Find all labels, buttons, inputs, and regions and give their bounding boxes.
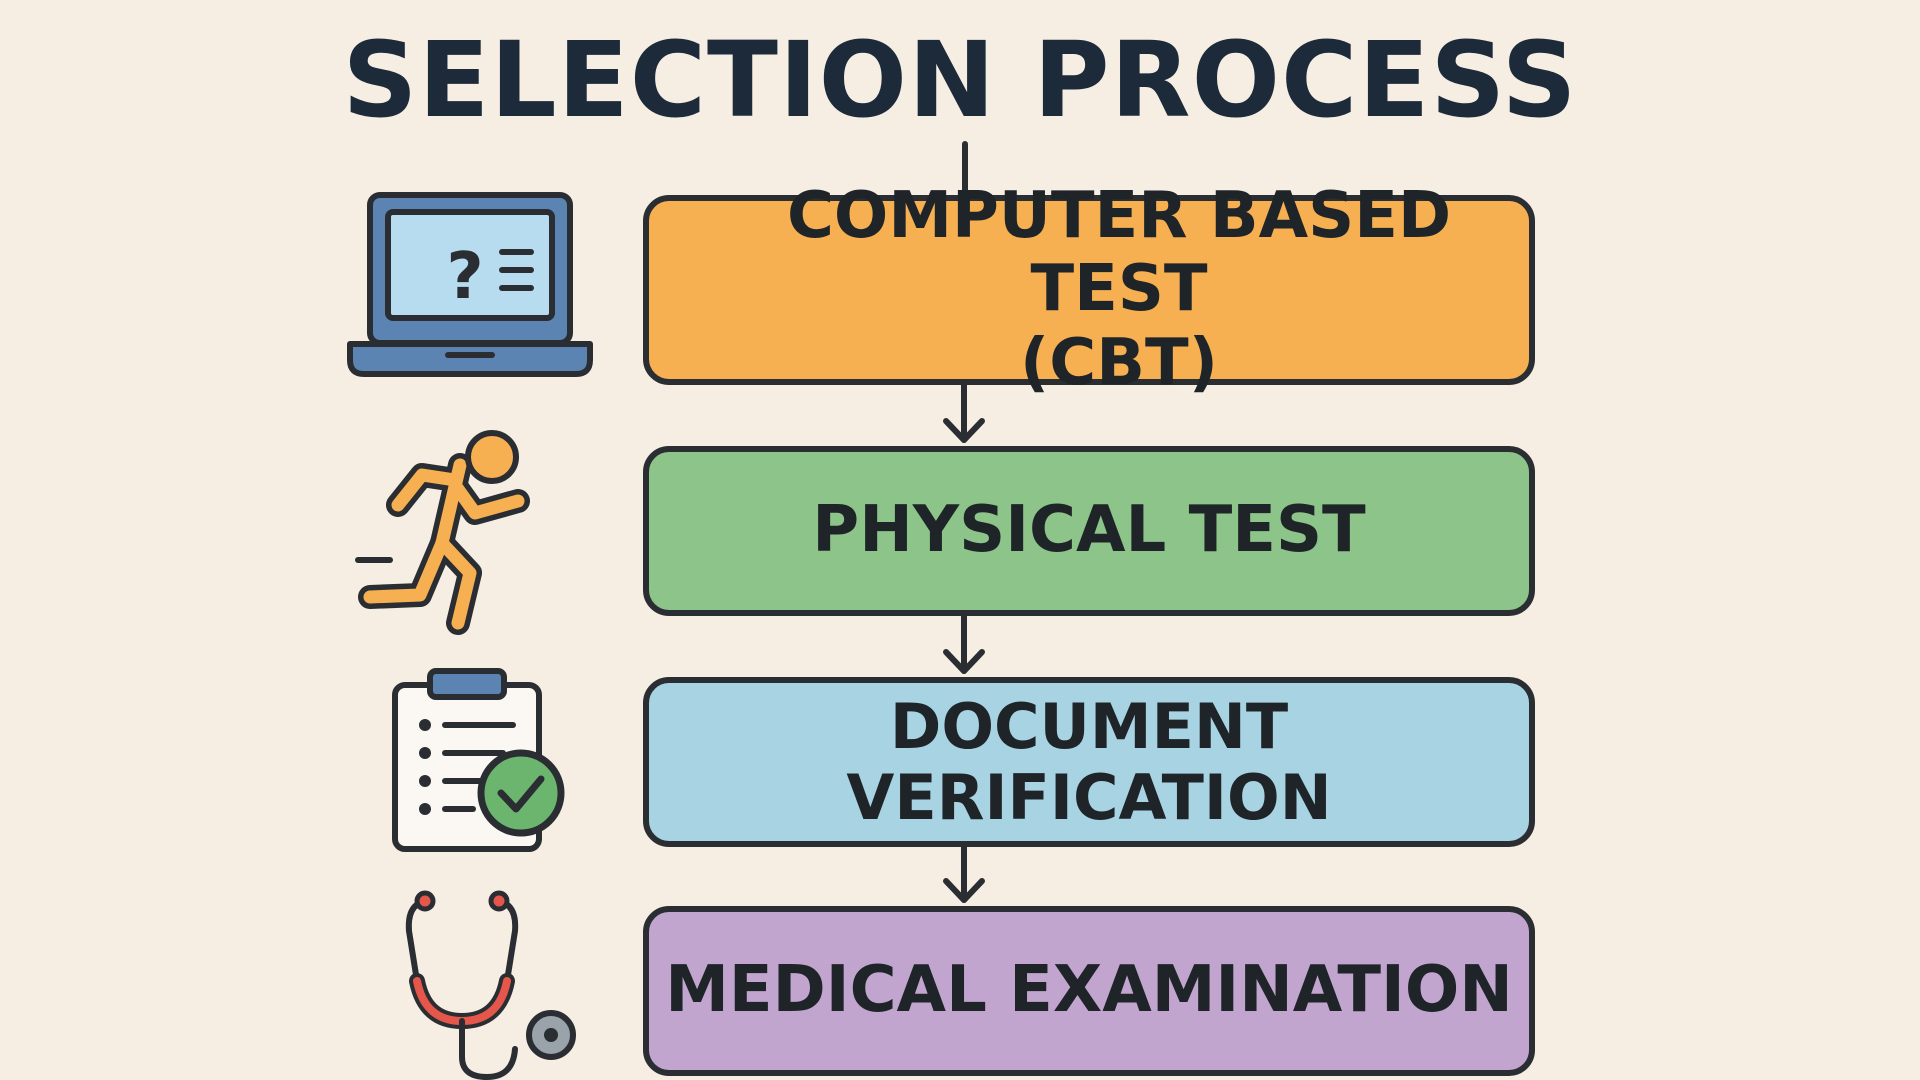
connector-1-arrowhead [943,418,985,443]
running-person-icon [355,430,530,635]
laptop-question-icon: ? [347,192,593,377]
step-label: DOCUMENT VERIFICATION [846,689,1332,834]
connector-2-arrowhead [943,649,985,674]
svg-text:?: ? [446,240,483,314]
stethoscope-icon [405,890,576,1080]
clipboard-check-icon [392,668,565,852]
step-medical-examination: MEDICAL EXAMINATION [643,906,1535,1076]
step-label: PHYSICAL TEST [812,493,1366,568]
step-label: COMPUTER BASED TEST (CBT) [786,178,1452,400]
connector-3-arrowhead [943,878,985,903]
diagram-title: SELECTION PROCESS [342,19,1578,141]
step-document-verification: DOCUMENT VERIFICATION [643,677,1535,847]
step-label: MEDICAL EXAMINATION [665,953,1513,1028]
step-computer-based-test: COMPUTER BASED TEST (CBT) [643,179,1535,400]
step-physical-test: PHYSICAL TEST [643,446,1535,616]
